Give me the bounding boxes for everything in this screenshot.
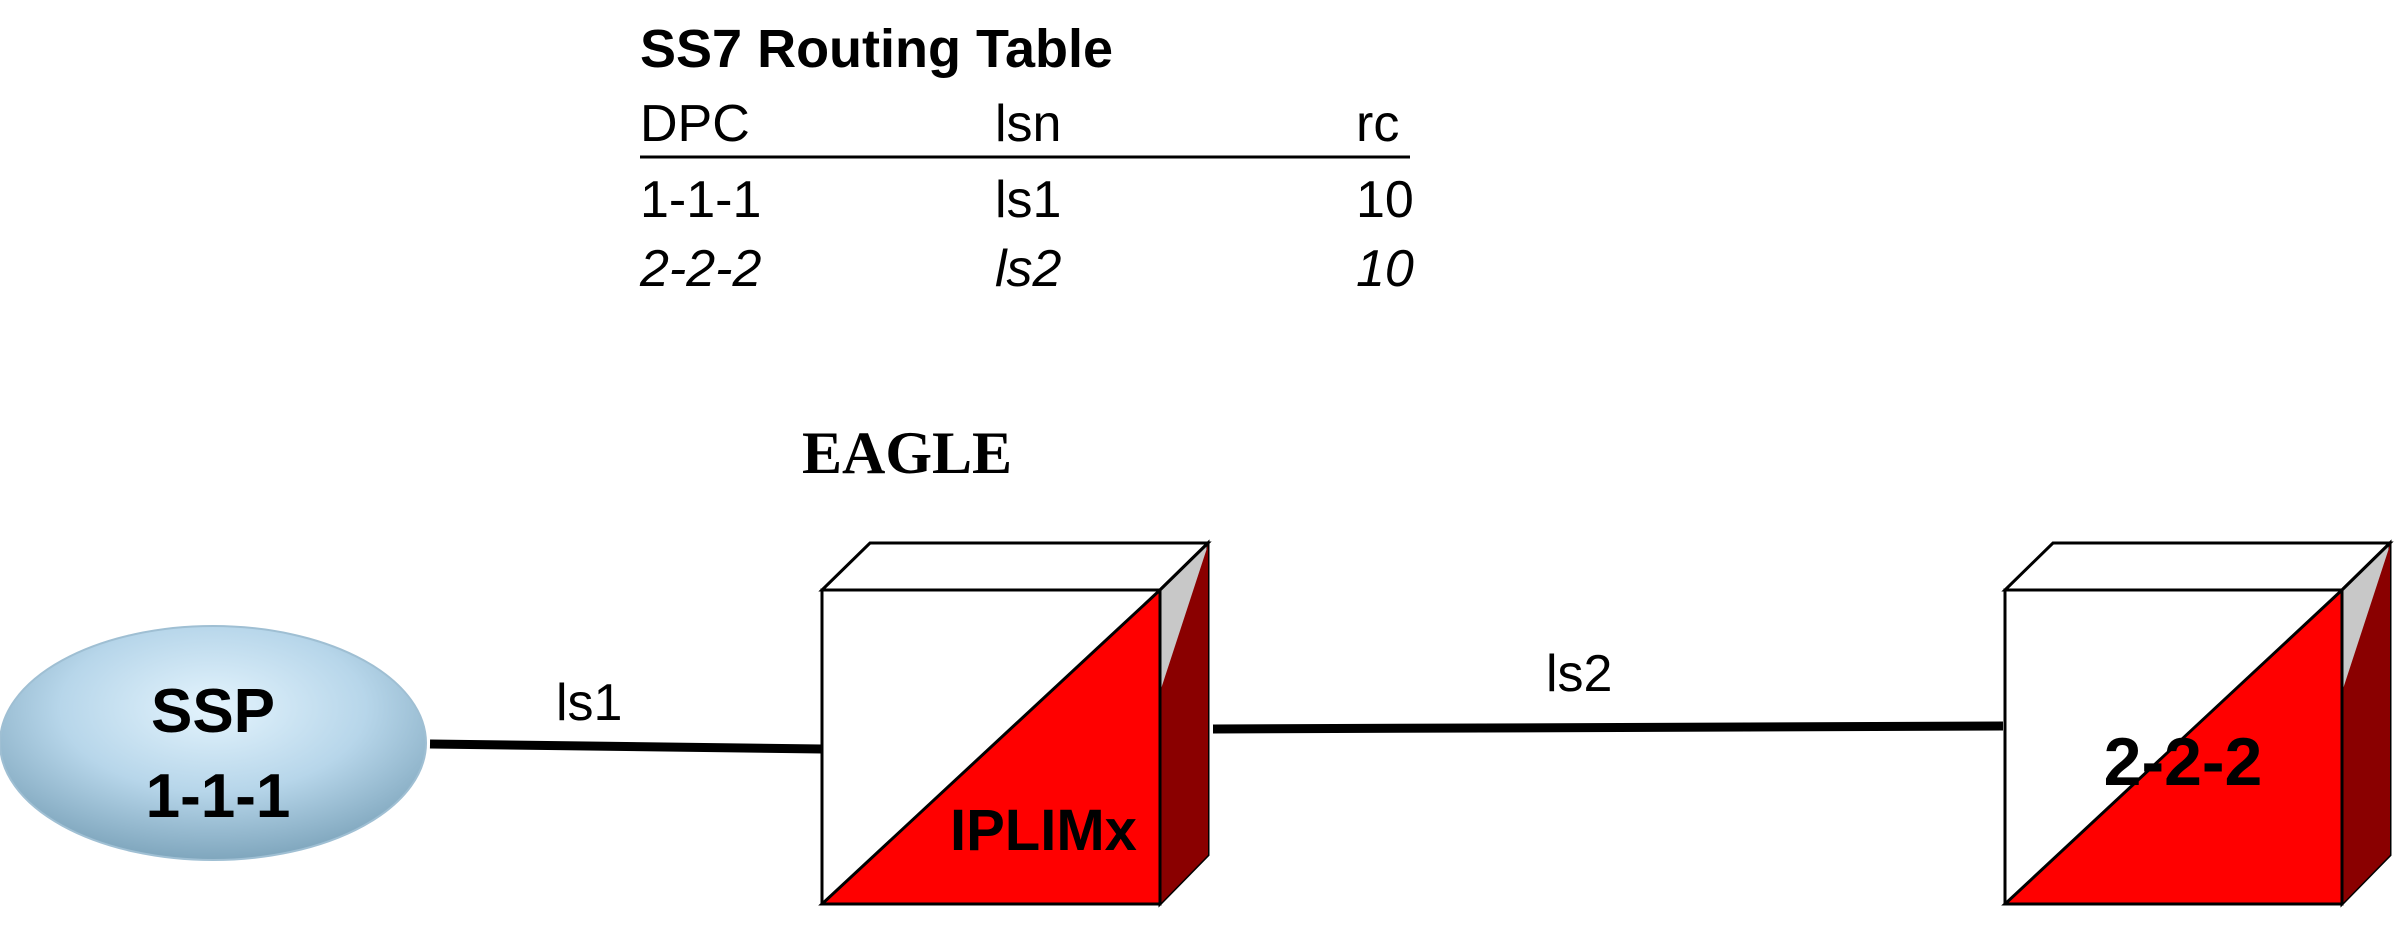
link-ls1: ls1 [429, 674, 823, 754]
table-row: 1-1-1 ls1 10 [640, 171, 1414, 229]
table-cell-dpc: 2-2-2 [639, 240, 761, 298]
table-header-rc: rc [1356, 95, 1399, 153]
routing-table: SS7 Routing Table DPC lsn rc 1-1-1 ls1 1… [639, 19, 1414, 298]
table-cell-dpc: 1-1-1 [640, 171, 761, 229]
link-ls1-line [429, 739, 823, 754]
table-cell-lsn: ls2 [995, 240, 1062, 298]
table-cell-rc: 10 [1356, 240, 1414, 298]
table-header-lsn: lsn [995, 95, 1061, 153]
link-ls2-line [1212, 721, 2004, 734]
table-header-dpc: DPC [640, 95, 750, 153]
cube-front-red [2001, 586, 2344, 906]
cube-top-face [818, 541, 1212, 592]
cube-side-dark [1160, 545, 1208, 904]
link-ls2-label: ls2 [1546, 645, 1612, 703]
table-cell-rc: 10 [1356, 171, 1414, 229]
table-row: 2-2-2 ls2 10 [639, 240, 1414, 298]
routing-table-title: SS7 Routing Table [640, 19, 1113, 79]
eagle-label: EAGLE [802, 420, 1012, 486]
link-ls2: ls2 [1212, 645, 2004, 734]
cube-front-red [818, 586, 1162, 906]
iplim-label: IPLIMx [950, 798, 1137, 863]
table-cell-lsn: ls1 [995, 171, 1061, 229]
ssp-label: SSP [151, 677, 275, 746]
cube-side-dark [2342, 545, 2390, 904]
cube-top-face [2001, 541, 2394, 592]
remote-point-code: 2-2-2 [2104, 724, 2263, 800]
ssp-ellipse [0, 625, 427, 861]
ssp-node: SSP 1-1-1 [0, 625, 427, 861]
ssp-point-code: 1-1-1 [146, 762, 291, 831]
eagle-iplim-node: IPLIMx [818, 539, 1212, 908]
remote-node: 2-2-2 [2001, 539, 2394, 908]
link-ls1-label: ls1 [556, 674, 622, 732]
